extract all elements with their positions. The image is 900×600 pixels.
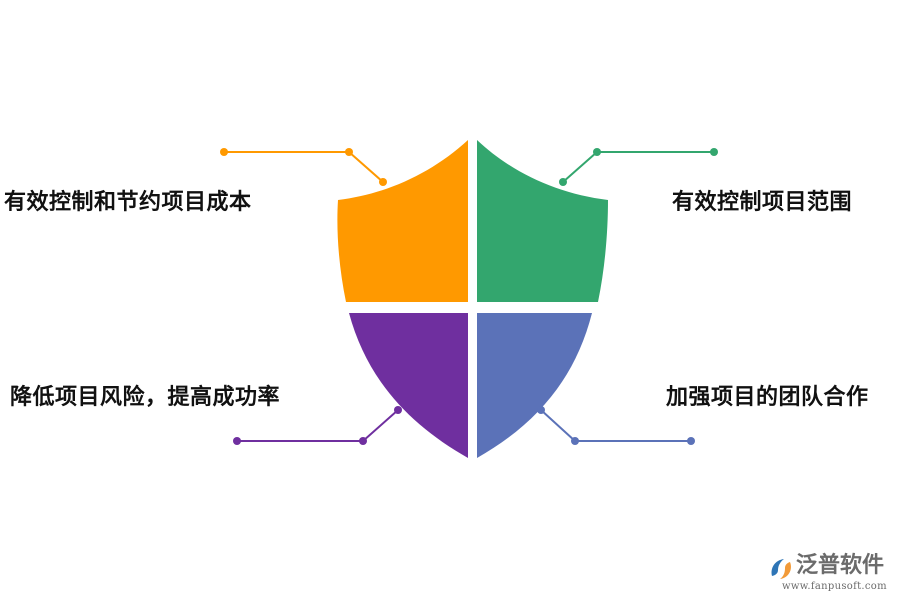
connector-dot-bottom-right-bend — [571, 437, 579, 445]
shield-quadrant-bottom-right — [477, 313, 592, 458]
connector-dot-top-right-end — [710, 148, 718, 156]
connector-line-bottom-left — [237, 409, 399, 442]
shield-quadrant-top-right — [477, 140, 608, 302]
connector-dot-bottom-left-bend — [359, 437, 367, 445]
connector-dot-top-right-bend — [593, 148, 601, 156]
brand-logo: 泛普软件 www.fanpusoft.com — [768, 554, 898, 598]
shield-quadrant-top-left — [337, 140, 468, 302]
connector-line-top-left — [224, 151, 384, 183]
connector-line-bottom-right — [540, 409, 691, 442]
connector-line-top-right — [562, 151, 714, 183]
connector-dot-top-left-bend — [345, 148, 353, 156]
label-risk-reduction: 降低项目风险，提高成功率 — [10, 385, 281, 410]
label-cost-control: 有效控制和节约项目成本 — [4, 190, 252, 215]
connector-dot-top-left-end — [220, 148, 228, 156]
connector-dot-top-right-anchor — [559, 178, 567, 186]
shield-quadrant-bottom-left — [349, 313, 468, 458]
connector-dot-bottom-left-end — [233, 437, 241, 445]
label-teamwork: 加强项目的团队合作 — [666, 385, 869, 410]
connector-dot-top-left-anchor — [379, 178, 387, 186]
connector-bottom-right — [537, 406, 695, 445]
connector-top-left — [220, 148, 387, 186]
logo-brand-name: 泛普软件 — [796, 553, 885, 578]
connector-dot-bottom-right-anchor — [537, 406, 545, 414]
connector-bottom-left — [233, 406, 402, 445]
connector-dot-bottom-right-end — [687, 437, 695, 445]
shield-icon — [337, 140, 608, 458]
connector-top-right — [559, 148, 718, 186]
logo-url-text: www.fanpusoft.com — [782, 581, 887, 592]
connector-dot-bottom-left-anchor — [394, 406, 402, 414]
fanpu-logo-icon — [771, 559, 791, 579]
label-scope-control: 有效控制项目范围 — [672, 190, 853, 215]
